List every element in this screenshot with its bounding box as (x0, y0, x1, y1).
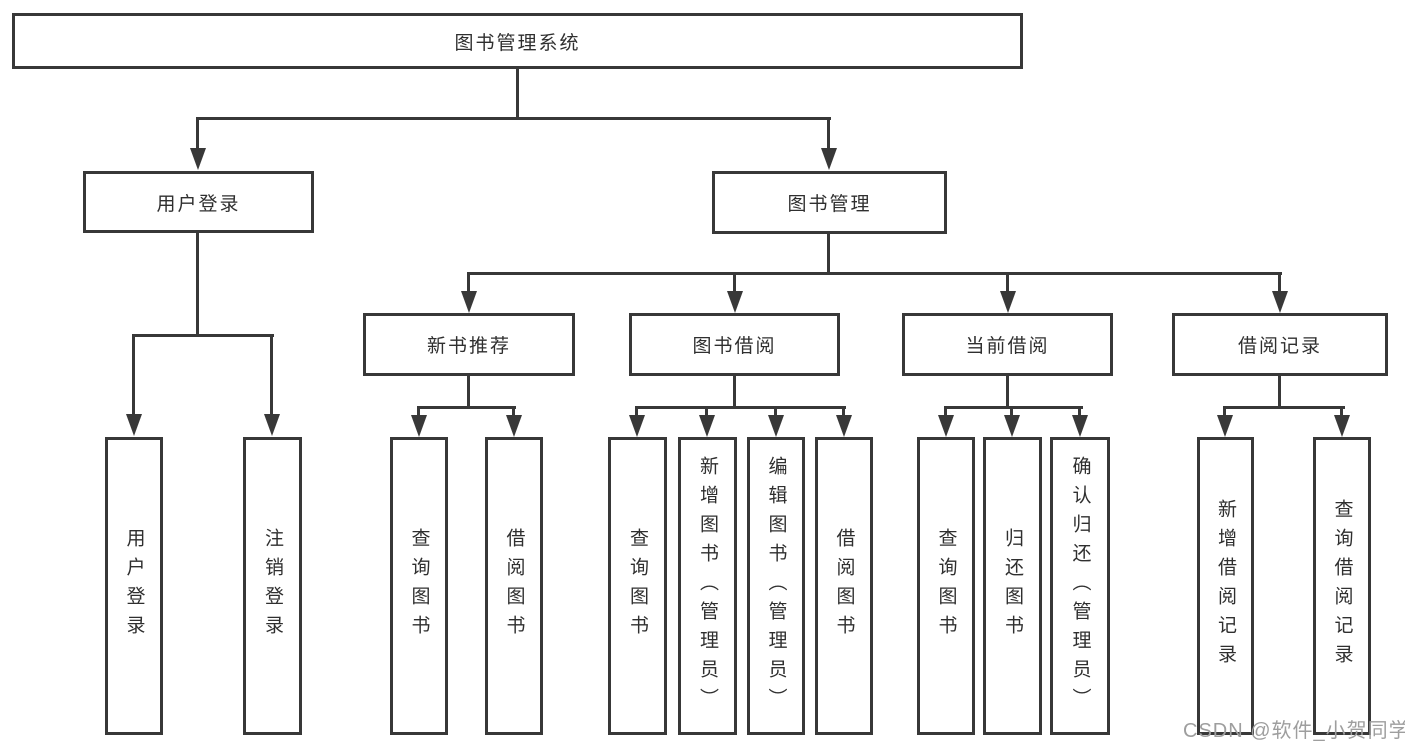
leaf-label: 查询图书 (627, 528, 648, 644)
arrow-down-icon (1217, 415, 1233, 437)
connector-borrow-record-branch (1223, 406, 1345, 409)
node-borrow-records-label: 借阅记录 (1237, 336, 1322, 357)
connector-new-book-branch (417, 406, 516, 409)
arrow-down-icon (821, 148, 837, 170)
arrow-down-icon (699, 415, 715, 437)
node-root: 图书管理系统 (12, 13, 1023, 69)
node-book-management-label: 图书管理 (787, 194, 872, 215)
leaf-label: 注销登录 (262, 528, 283, 644)
arrow-down-icon (1272, 291, 1288, 313)
node-borrow-records: 借阅记录 (1172, 313, 1388, 376)
connector-new-book-stem (467, 376, 470, 409)
leaf-label: 用户登录 (123, 528, 145, 644)
arrow-down-icon (836, 415, 852, 437)
node-book-borrow-label: 图书借阅 (692, 336, 777, 357)
connector-leaf-drop (1223, 406, 1226, 418)
leaf-query-books: 查询图书 (608, 437, 667, 735)
connector-book-mgmt-stem (827, 233, 830, 275)
leaf-confirm-return-admin: 确认归还（管理员） (1050, 437, 1110, 735)
csdn-watermark: CSDN @软件_小贺同学 (1183, 720, 1405, 742)
connector-book-mgmt-drop (827, 117, 830, 152)
connector-user-login-branch (132, 334, 274, 337)
node-new-book-recommend-label: 新书推荐 (426, 336, 511, 357)
node-new-book-recommend: 新书推荐 (363, 313, 575, 376)
leaf-query-books: 查询图书 (390, 437, 448, 735)
arrow-down-icon (411, 415, 427, 437)
connector-user-login-stem (196, 233, 199, 337)
leaf-borrow-books: 借阅图书 (815, 437, 873, 735)
arrow-down-icon (126, 414, 142, 436)
arrow-down-icon (1072, 415, 1088, 437)
leaf-label: 新增图书（管理员） (697, 455, 718, 717)
node-user-login-label: 用户登录 (156, 193, 241, 215)
connector-root-branch (196, 117, 831, 120)
arrow-down-icon (727, 291, 743, 313)
arrow-down-icon (768, 415, 784, 437)
connector-leaf-drop (1340, 406, 1343, 418)
connector-book-borrow-branch (635, 406, 846, 409)
connector-leaf-drop (132, 334, 135, 418)
leaf-add-borrow-record: 新增借阅记录 (1197, 437, 1254, 735)
connector-leaf-drop (635, 406, 638, 418)
connector-l3-drop (467, 272, 470, 294)
connector-l3-drop (1278, 272, 1281, 294)
connector-leaf-drop (705, 406, 708, 418)
connector-l3-drop (1006, 272, 1009, 294)
leaf-label: 编辑图书（管理员） (765, 455, 787, 717)
leaf-borrow-books: 借阅图书 (485, 437, 543, 735)
connector-book-mgmt-branch (467, 272, 1282, 275)
leaf-edit-books-admin: 编辑图书（管理员） (747, 437, 805, 735)
connector-user-login-drop (196, 117, 199, 152)
connector-leaf-drop (417, 406, 420, 418)
arrow-down-icon (1334, 415, 1350, 437)
leaf-label: 确认归还（管理员） (1069, 455, 1091, 717)
leaf-label: 查询图书 (935, 528, 957, 644)
connector-root-stem (516, 69, 519, 119)
connector-leaf-drop (1010, 406, 1013, 418)
connector-leaf-drop (512, 406, 515, 418)
leaf-label: 借阅图书 (503, 528, 525, 644)
arrow-down-icon (506, 415, 522, 437)
leaf-label: 新增借阅记录 (1215, 499, 1236, 673)
connector-leaf-drop (842, 406, 845, 418)
arrow-down-icon (629, 415, 645, 437)
connector-borrow-record-stem (1278, 376, 1281, 409)
arrow-down-icon (190, 148, 206, 170)
connector-leaf-drop (774, 406, 777, 418)
arrow-down-icon (1000, 291, 1016, 313)
leaf-query-borrow-record: 查询借阅记录 (1313, 437, 1371, 735)
leaf-add-books-admin: 新增图书（管理员） (678, 437, 737, 735)
leaf-user-login: 用户登录 (105, 437, 163, 735)
connector-book-borrow-stem (733, 376, 736, 409)
leaf-label: 查询图书 (408, 528, 430, 644)
leaf-label: 借阅图书 (833, 528, 855, 644)
arrow-down-icon (264, 414, 280, 436)
connector-l3-drop (733, 272, 736, 294)
node-book-borrow: 图书借阅 (629, 313, 840, 376)
connector-leaf-drop (270, 334, 273, 418)
leaf-label: 查询借阅记录 (1331, 499, 1353, 673)
node-current-borrow-label: 当前借阅 (965, 336, 1050, 357)
leaf-label: 归还图书 (1002, 528, 1023, 644)
arrow-down-icon (1004, 415, 1020, 437)
node-current-borrow: 当前借阅 (902, 313, 1113, 376)
node-root-label: 图书管理系统 (454, 32, 581, 54)
leaf-return-books: 归还图书 (983, 437, 1042, 735)
node-user-login: 用户登录 (83, 171, 314, 233)
node-book-management: 图书管理 (712, 171, 947, 234)
connector-current-borrow-branch (944, 406, 1083, 409)
connector-current-borrow-stem (1006, 376, 1009, 409)
leaf-logout: 注销登录 (243, 437, 302, 735)
arrow-down-icon (461, 291, 477, 313)
leaf-query-books: 查询图书 (917, 437, 975, 735)
connector-leaf-drop (944, 406, 947, 418)
connector-leaf-drop (1078, 406, 1081, 418)
arrow-down-icon (938, 415, 954, 437)
